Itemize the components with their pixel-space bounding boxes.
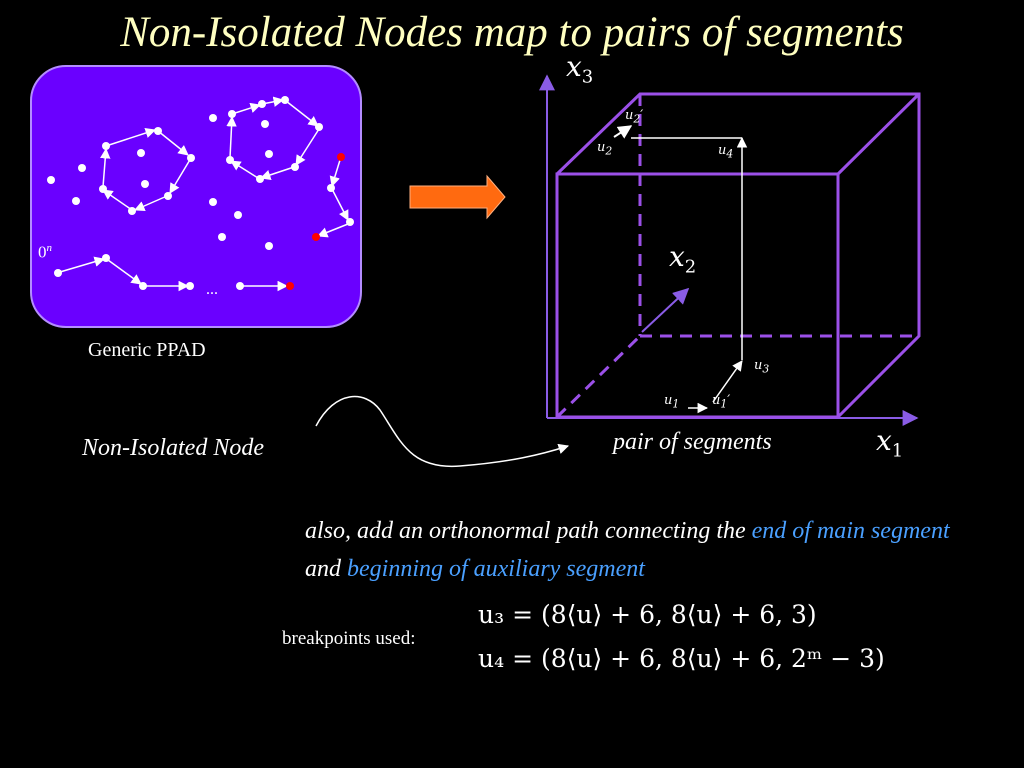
ppad-node [99, 185, 107, 193]
segment-diagonal [712, 360, 743, 403]
u3-formula: u₃ = (8⟨u⟩ + 6, 8⟨u⟩ + 6, 3) [478, 600, 817, 629]
ppad-node [78, 164, 86, 172]
ppad-node [186, 282, 194, 290]
pair-of-segments-label: pair of segments [613, 429, 772, 455]
ppad-edge [260, 166, 295, 180]
cube-hidden-edge [555, 334, 642, 419]
x2-axis [641, 287, 690, 333]
beginning-aux-segment-highlight: beginning of auxiliary segment [347, 556, 645, 582]
ppad-node [346, 218, 354, 226]
ppad-node [54, 269, 62, 277]
ppad-node [258, 100, 266, 108]
u2-label: u2 [597, 140, 613, 158]
ppad-edge [100, 147, 111, 188]
ppad-edge [134, 195, 168, 212]
ppad-node [137, 149, 145, 157]
x2-label: x2 [669, 240, 697, 278]
ppad-node [327, 184, 335, 192]
mapping-arrow-icon [409, 174, 506, 220]
ppad-edge [226, 115, 237, 159]
ppad-caption: Generic PPAD [88, 339, 206, 361]
ppad-edge [285, 100, 319, 127]
x1-label: x1 [876, 424, 904, 462]
ppad-node [139, 282, 147, 290]
ppad-node [228, 110, 236, 118]
u4-label: u4 [718, 143, 734, 161]
ppad-edge [157, 130, 189, 156]
explanation-note: also, add an orthonormal path connecting… [305, 518, 950, 582]
u4-formula: u₄ = (8⟨u⟩ + 6, 8⟨u⟩ + 6, 2ᵐ − 3) [478, 644, 885, 673]
ppad-edge [331, 188, 349, 221]
ppad-node [47, 176, 55, 184]
ppad-red-node [312, 233, 320, 241]
ppad-node [72, 197, 80, 205]
ppad-node [154, 127, 162, 135]
ppad-node [102, 142, 110, 150]
ppad-node [218, 233, 226, 241]
ppad-node [234, 211, 242, 219]
ppad-edge [295, 128, 320, 166]
ppad-node [281, 96, 289, 104]
end-of-main-segment-highlight: end of main segment [751, 518, 950, 544]
ppad-node [261, 120, 269, 128]
ppad-nodes [47, 96, 354, 290]
u3-label: u3 [754, 358, 770, 376]
ppad-node [102, 254, 110, 262]
breakpoints-label: breakpoints used: [282, 628, 416, 649]
ppad-red-node [286, 282, 294, 290]
mapping-curve [315, 395, 569, 468]
ppad-node [128, 207, 136, 215]
ppad-node [315, 123, 323, 131]
ppad-edge [105, 127, 156, 147]
ppad-edge [329, 159, 341, 188]
ppad-edge [107, 259, 142, 285]
ppad-red-nodes [286, 153, 345, 290]
ppad-node [141, 180, 149, 188]
ellipsis-label: ... [206, 281, 218, 298]
segments [613, 125, 748, 414]
ppad-edges [59, 96, 349, 292]
ppad-node [209, 198, 217, 206]
slide-title: Non-Isolated Nodes map to pairs of segme… [120, 9, 904, 56]
ppad-node [187, 154, 195, 162]
ppad-edge [59, 256, 106, 273]
segment-u2 [613, 125, 633, 139]
ppad-edge [230, 160, 259, 179]
ppad-edge [169, 157, 192, 194]
ppad-edge [231, 102, 261, 115]
ppad-graph-panel [30, 65, 362, 328]
ppad-node [164, 192, 172, 200]
ppad-node [265, 242, 273, 250]
ppad-node [226, 156, 234, 164]
ppad-node [236, 282, 244, 290]
x3-label: x3 [566, 50, 594, 88]
ppad-edge [102, 189, 133, 211]
ppad-edge [317, 223, 349, 238]
u2-prime-label: u2′ [625, 108, 644, 126]
ppad-node [209, 114, 217, 122]
zero-n-label: 0n [38, 242, 52, 262]
u1-label: u1 [664, 393, 680, 411]
axes [539, 74, 919, 426]
cube-edge [836, 92, 921, 176]
cube-front-face [555, 172, 840, 419]
cube [555, 92, 921, 419]
ppad-node [291, 163, 299, 171]
non-isolated-node-label: Non-Isolated Node [82, 435, 264, 461]
ppad-red-node [337, 153, 345, 161]
ppad-node [265, 150, 273, 158]
ppad-node [256, 175, 264, 183]
u1-prime-label: u1′ [712, 393, 731, 411]
